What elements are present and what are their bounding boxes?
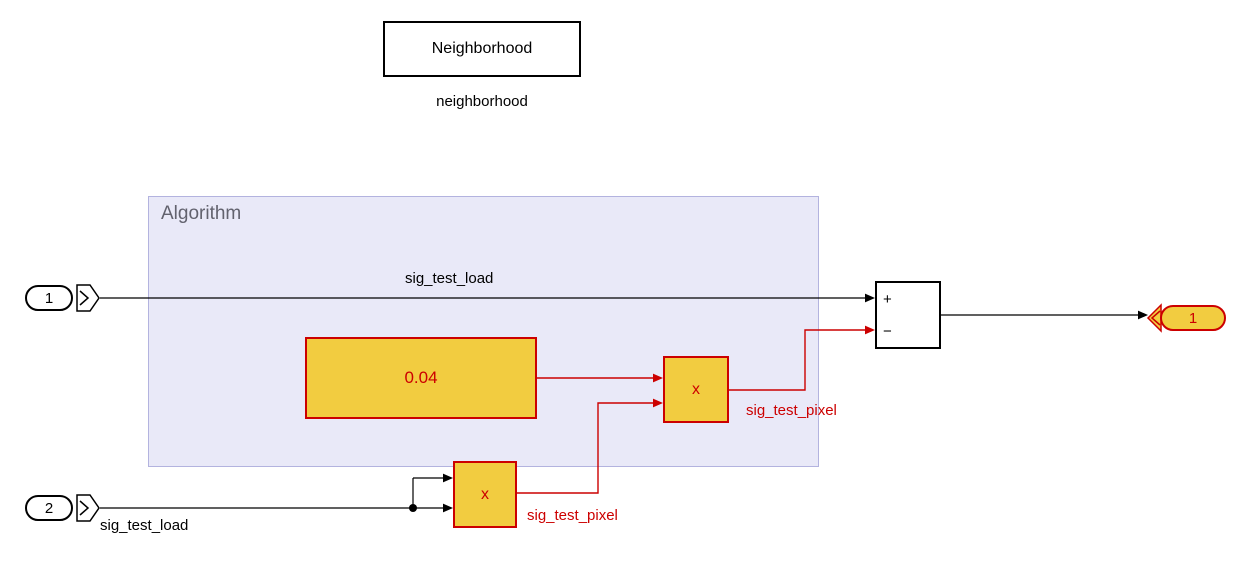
wire-inport2-to-product-lower[interactable] (100, 473, 453, 513)
sum-plus-sign: + (883, 291, 892, 308)
sum-minus-sign: − (883, 323, 892, 340)
signal-label-sig-test-pixel-lower[interactable]: sig_test_pixel (527, 507, 618, 524)
wire-product-lower-to-product-upper[interactable] (517, 398, 663, 494)
product-block-lower[interactable]: x (453, 461, 517, 528)
inport-1[interactable]: 1 (25, 285, 73, 311)
algorithm-area[interactable]: Algorithm (148, 196, 819, 467)
signal-label-sig-test-pixel-upper[interactable]: sig_test_pixel (746, 402, 837, 419)
inport-1-signal-icon (76, 284, 100, 312)
signal-label-sig-test-load-top[interactable]: sig_test_load (405, 270, 494, 287)
constant-block[interactable]: 0.04 (305, 337, 537, 419)
neighborhood-block-caption[interactable]: neighborhood (436, 93, 528, 110)
wire-constant-to-product-upper[interactable] (537, 373, 663, 383)
outport-1[interactable]: 1 (1160, 305, 1226, 331)
wire-sum-to-outport1[interactable] (941, 310, 1148, 320)
wire-inport1-to-sum[interactable] (100, 293, 875, 303)
signal-label-sig-test-load-bottom[interactable]: sig_test_load (100, 517, 189, 534)
inport-2-signal-icon (76, 494, 100, 522)
algorithm-area-label: Algorithm (161, 203, 242, 224)
product-block-upper[interactable]: x (663, 356, 729, 423)
neighborhood-block[interactable]: Neighborhood (383, 21, 581, 77)
inport-2[interactable]: 2 (25, 495, 73, 521)
sum-block[interactable]: + − (875, 281, 941, 349)
wire-product-upper-to-sum[interactable] (729, 325, 875, 391)
